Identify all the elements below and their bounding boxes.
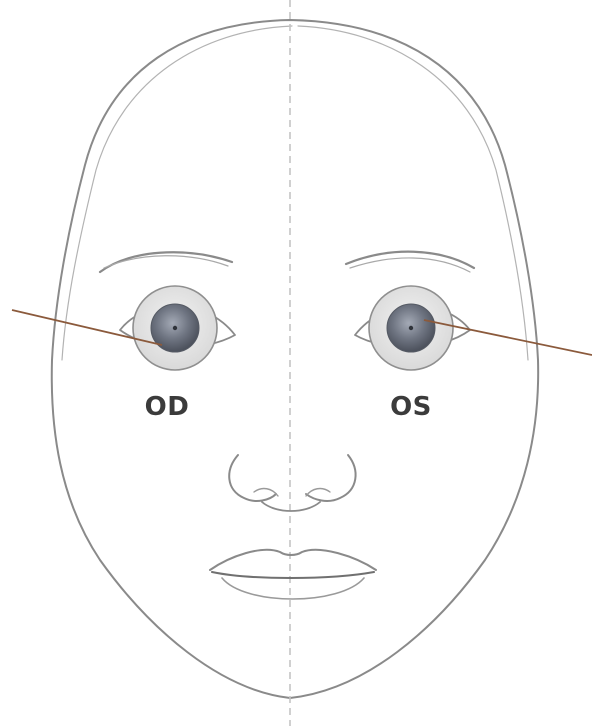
right-eye-label: OD xyxy=(145,392,190,422)
left-eye-pupil-dot xyxy=(409,326,413,330)
contact-lens-icon xyxy=(133,286,217,370)
right-eye-pupil-dot xyxy=(173,326,177,330)
left-eye-label: OS xyxy=(390,392,432,422)
contact-lens-icon xyxy=(369,286,453,370)
